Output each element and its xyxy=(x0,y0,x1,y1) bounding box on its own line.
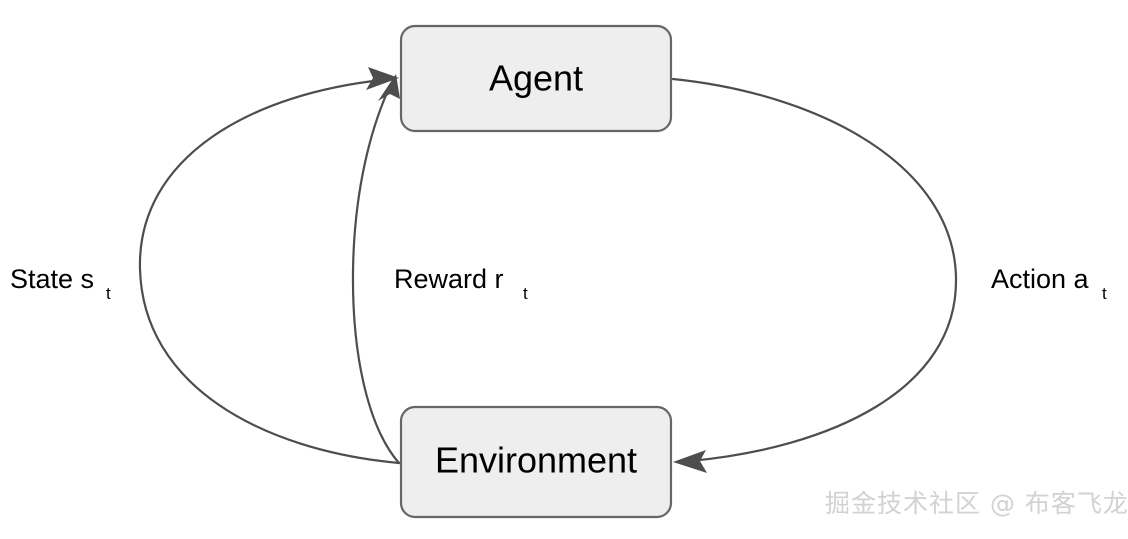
action-arrow-path xyxy=(671,77,958,463)
action-label-group: Action a t xyxy=(991,264,1107,303)
agent-label: Agent xyxy=(489,58,583,99)
edge-state xyxy=(138,67,401,465)
action-label-subscript: t xyxy=(1102,284,1107,303)
edge-action xyxy=(671,77,958,473)
edge-reward xyxy=(351,74,401,465)
reward-arrow-path xyxy=(351,84,401,465)
agent-box[interactable] xyxy=(399,24,673,133)
node-environment[interactable]: Environment xyxy=(399,405,673,519)
reward-label-group: Reward r t xyxy=(394,264,528,303)
watermark: 掘金技术社区 @ 布客飞龙 xyxy=(825,489,1128,518)
reward-arrowhead-icon xyxy=(378,74,400,101)
state-label-subscript: t xyxy=(106,284,111,303)
reward-label-subscript: t xyxy=(523,284,528,303)
state-label: State s xyxy=(10,264,94,294)
reward-label: Reward r xyxy=(394,264,504,294)
node-agent[interactable]: Agent xyxy=(399,24,673,133)
state-arrow-path xyxy=(138,77,401,465)
state-label-group: State s t xyxy=(10,264,111,303)
state-arrowhead-icon xyxy=(366,67,399,90)
action-label: Action a xyxy=(991,264,1090,294)
environment-box[interactable] xyxy=(399,405,673,519)
environment-label: Environment xyxy=(435,440,637,481)
action-arrowhead-icon xyxy=(673,450,707,473)
